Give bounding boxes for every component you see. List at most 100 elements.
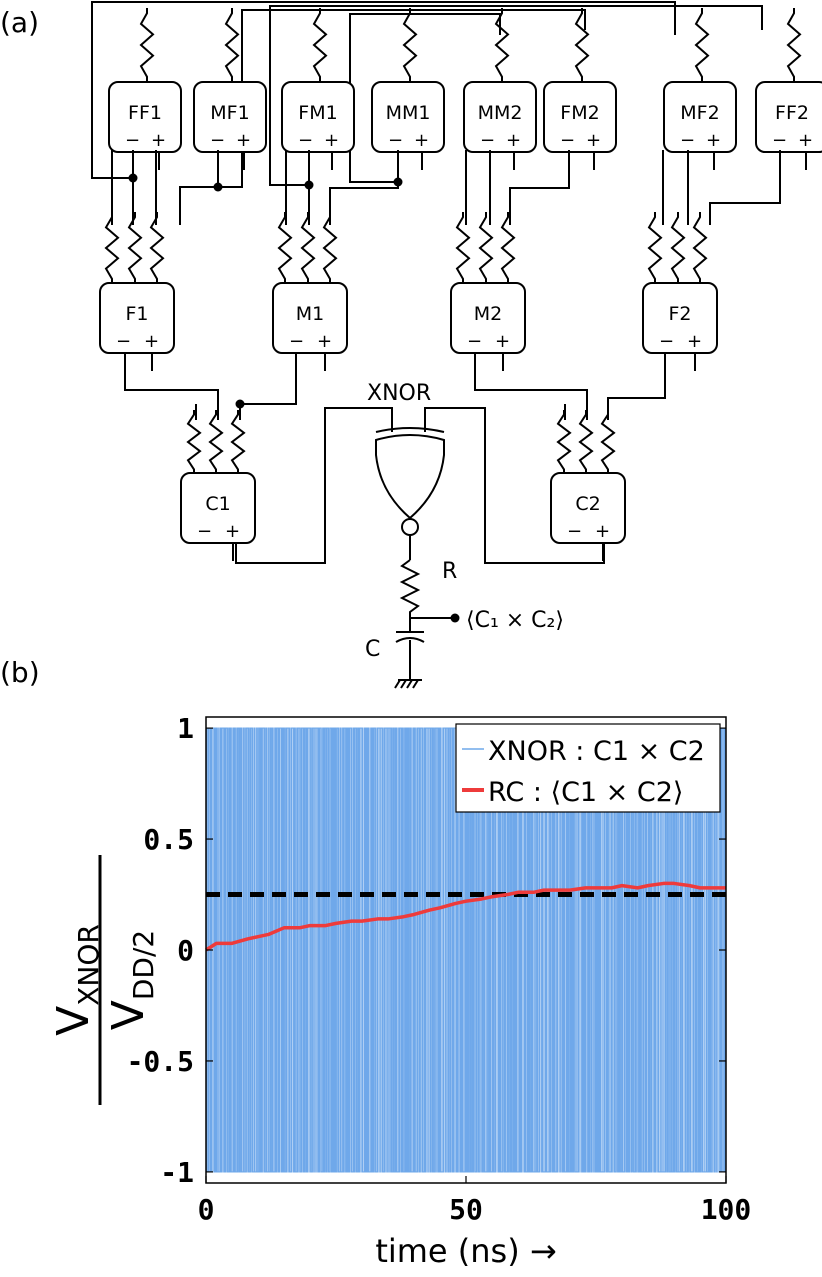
block-label: M1 [296,303,324,325]
block-f1: F1 −+ [99,282,175,371]
x-tick-label: 0 [198,1193,215,1226]
inverter-bubble [401,518,419,536]
output-node [450,613,460,623]
block-body [281,81,355,153]
legend-box [455,723,721,813]
block-m2: M2−+ [450,282,526,371]
block-c2: C2−+ [550,472,626,561]
ground-icon [394,679,422,689]
pin-minus: − [125,130,140,151]
pin-minus: − [560,130,575,151]
block-label: MF1 [210,102,249,124]
circuit-diagram: (a) FF1−+MF1−+FM1−+MM1−+MM2−+FM2−+MF2−+F… [0,1,822,689]
block-label: C1 [205,493,230,515]
block-body [108,81,182,153]
block-mm1: MM1 −+ [371,81,445,170]
pin-plus: + [414,130,429,151]
mid-to-low-wires [124,352,666,420]
resistor [786,8,802,82]
block-mm2: MM2−+ [463,81,537,170]
pin-minus: − [116,331,131,352]
block-label: MM1 [386,102,431,124]
x-tick-label: 50 [449,1193,483,1226]
resistor [578,410,594,474]
junction-dot [128,173,138,183]
y-tick-label: 1 [177,712,194,745]
pin-plus: + [225,521,240,542]
resistor [647,212,663,284]
block-body [272,282,348,354]
block-label: FM2 [560,102,599,124]
block-label: C2 [575,493,600,515]
y-label-numerator: VXNOR [48,924,105,1036]
block-label: F1 [125,303,148,325]
resistor [455,212,471,284]
y-tick-label: 0.5 [143,823,194,856]
junction-dot [235,399,245,409]
block-label: MM2 [478,102,523,124]
resistor [322,212,338,284]
low-blocks: C1−+C2−+ [180,472,626,561]
pin-plus: + [144,331,159,352]
pin-plus: + [586,130,601,151]
block-body [193,81,267,153]
block-label: FF2 [775,102,809,124]
block-body [180,472,256,544]
block-body [663,81,737,153]
y-axis-label: VXNOR VDD/2 [48,855,160,1105]
pin-plus: + [595,521,610,542]
y-label-denominator: VDD/2 [103,930,160,1030]
resistor [186,410,202,474]
legend: XNOR : C1 × C2 RC : ⟨C1 × C2⟩ [455,723,721,813]
pin-plus: + [798,130,813,151]
pin-plus: + [317,331,332,352]
y-tick-label: -0.5 [127,1045,194,1078]
resistor [312,8,328,82]
block-label: FF1 [128,102,162,124]
block-label: MF2 [680,102,719,124]
pin-minus: − [659,331,674,352]
block-m1: M1 −+ [272,282,348,371]
y-tick-label: 0 [177,934,194,967]
block-body [463,81,537,153]
resistor [500,212,516,284]
block-f2: F2−+ [642,282,718,371]
pin-plus: + [706,130,721,151]
xnor-trace [206,727,726,1173]
resistor [694,8,710,82]
resistor [127,212,143,284]
block-body [543,81,617,153]
block-fm1: FM1−+ [281,81,355,170]
top-blocks: FF1−+MF1−+FM1−+MM1−+MM2−+FM2−+MF2−+FF2−+ [108,81,822,170]
top-to-mid-wires [111,150,781,225]
pin-minus: − [298,130,313,151]
panel-b-label: (b) [0,656,40,689]
resistor-r [399,559,421,632]
pin-minus: − [388,130,403,151]
block-resistors [104,8,802,474]
pin-minus: − [480,130,495,151]
block-mf2: MF2−+ [663,81,737,170]
junction-dot [213,182,223,192]
panel-a-label: (a) [0,6,39,39]
capacitor-label: C [365,637,380,662]
block-body [550,472,626,544]
resistor [600,410,616,474]
pin-minus: − [467,331,482,352]
resistor [692,212,708,284]
block-ff2: FF2−+ [755,81,822,170]
resistor [277,212,293,284]
junction-dot [304,180,314,190]
resistor [402,8,418,82]
feedback-wires [91,1,763,188]
rc-filter: R C ⟨C₁ × C₂⟩ [365,535,564,689]
pin-minus: − [289,331,304,352]
pin-plus: + [495,331,510,352]
block-label: F2 [668,303,691,325]
block-mf1: MF1−+ [193,81,267,170]
series-rc [205,881,726,952]
block-body [450,282,526,354]
x-axis-label: time (ns) → [375,1232,556,1270]
pin-minus: − [197,521,212,542]
